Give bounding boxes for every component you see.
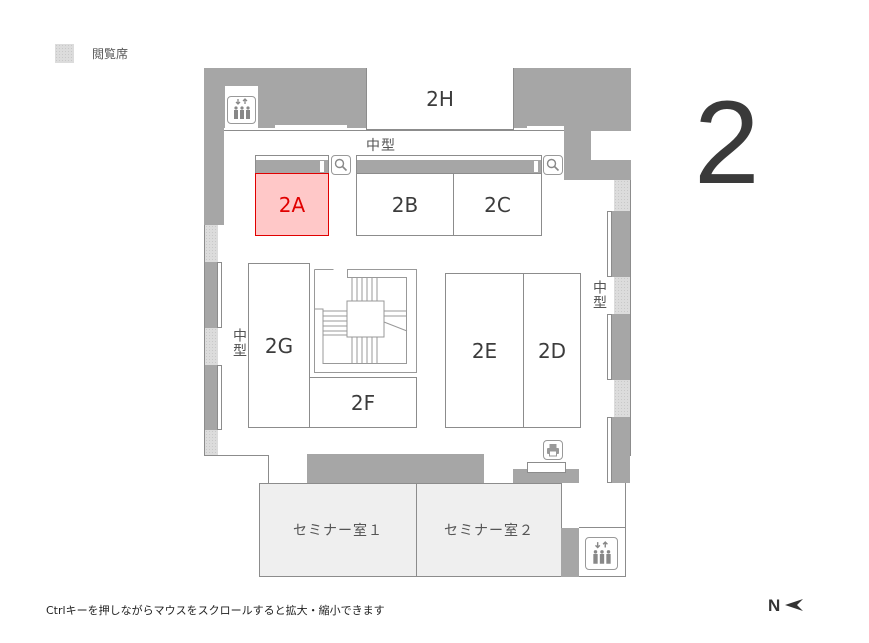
wall-elevator-bottom [561, 528, 579, 577]
zoom-hint: Ctrlキーを押しながらマウスをスクロールすると拡大・縮小できます [46, 604, 385, 617]
building-outline-bottom-right [561, 483, 626, 577]
medium-size-label-right: 中型 [591, 280, 607, 310]
room-seminar-2[interactable]: セミナー室２ [416, 483, 562, 577]
wall-top-right [514, 68, 631, 128]
elevator-icon[interactable] [227, 96, 256, 124]
reading-seat-right-2 [614, 277, 630, 314]
room-seminar-2-label: セミナー室２ [444, 523, 534, 539]
wall-right-recess [591, 131, 631, 160]
reading-seat-left-3 [205, 430, 218, 455]
floor-number: 2 [694, 77, 760, 209]
medium-size-label-top: 中型 [366, 138, 396, 154]
legend-reading-seat-swatch [55, 44, 74, 63]
wall-left-3 [205, 365, 218, 430]
reading-seat-right-1 [614, 180, 630, 211]
room-2H-label: 2H [426, 86, 454, 111]
legend-reading-seat-label: 閲覧席 [92, 47, 129, 61]
elevator-icon[interactable] [585, 537, 618, 570]
room-2G-label: 2G [264, 333, 294, 358]
window-right-3 [607, 417, 612, 483]
reading-seat-right-3 [614, 380, 630, 417]
corridor-left-notch [224, 131, 230, 161]
wall-left-upper [204, 128, 224, 225]
printer-counter [527, 462, 566, 473]
room-2B-label: 2B [391, 192, 419, 217]
medium-size-label-left: 中型 [231, 328, 247, 358]
room-2C-label: 2C [484, 192, 511, 217]
room-2D-label: 2D [537, 338, 567, 363]
shelf-2A [256, 160, 328, 173]
wall-gap-top-right [527, 126, 564, 130]
room-2G[interactable]: 2G [248, 263, 310, 428]
compass-north-label: N [768, 596, 781, 615]
window-left-2 [217, 262, 222, 328]
shelf-2BC [357, 160, 541, 173]
shelf-2A-marker [320, 161, 324, 172]
wall-left-2 [205, 262, 218, 328]
room-seminar-1-label: セミナー室１ [293, 523, 383, 539]
shelf-2BC-marker [534, 161, 538, 172]
building-outline [204, 68, 631, 456]
stairwell [314, 269, 417, 373]
wall-right-2 [611, 314, 630, 380]
wall-bottom-center [307, 454, 484, 483]
wall-right-1 [611, 211, 630, 277]
room-2B[interactable]: 2B [356, 173, 454, 236]
reading-seat-left-1 [205, 225, 218, 262]
north-arrow-icon [784, 597, 804, 616]
room-2C[interactable]: 2C [453, 173, 542, 236]
room-2F[interactable]: 2F [309, 377, 417, 428]
room-2H[interactable]: 2H [366, 68, 514, 130]
room-seminar-1[interactable]: セミナー室１ [259, 483, 417, 577]
room-2E-label: 2E [471, 338, 498, 363]
search-icon[interactable] [543, 155, 563, 175]
window-left-3 [217, 365, 222, 430]
elevator-shaft-bottom-top [579, 527, 626, 528]
room-2A[interactable]: 2A [255, 173, 329, 236]
room-2E[interactable]: 2E [445, 273, 524, 428]
window-right-1 [607, 211, 612, 277]
room-2D[interactable]: 2D [523, 273, 581, 428]
search-icon[interactable] [331, 155, 351, 175]
building-outline-bottom-left [204, 455, 269, 483]
room-2F-label: 2F [350, 390, 376, 415]
reading-seat-left-2 [205, 328, 218, 365]
room-2A-label: 2A [278, 192, 306, 217]
window-right-2 [607, 314, 612, 380]
corridor-top-line [224, 130, 564, 131]
compass: N [768, 596, 804, 616]
printer-icon[interactable] [543, 440, 563, 460]
wall-gap-top [275, 125, 347, 129]
wall-right-3 [611, 417, 630, 483]
